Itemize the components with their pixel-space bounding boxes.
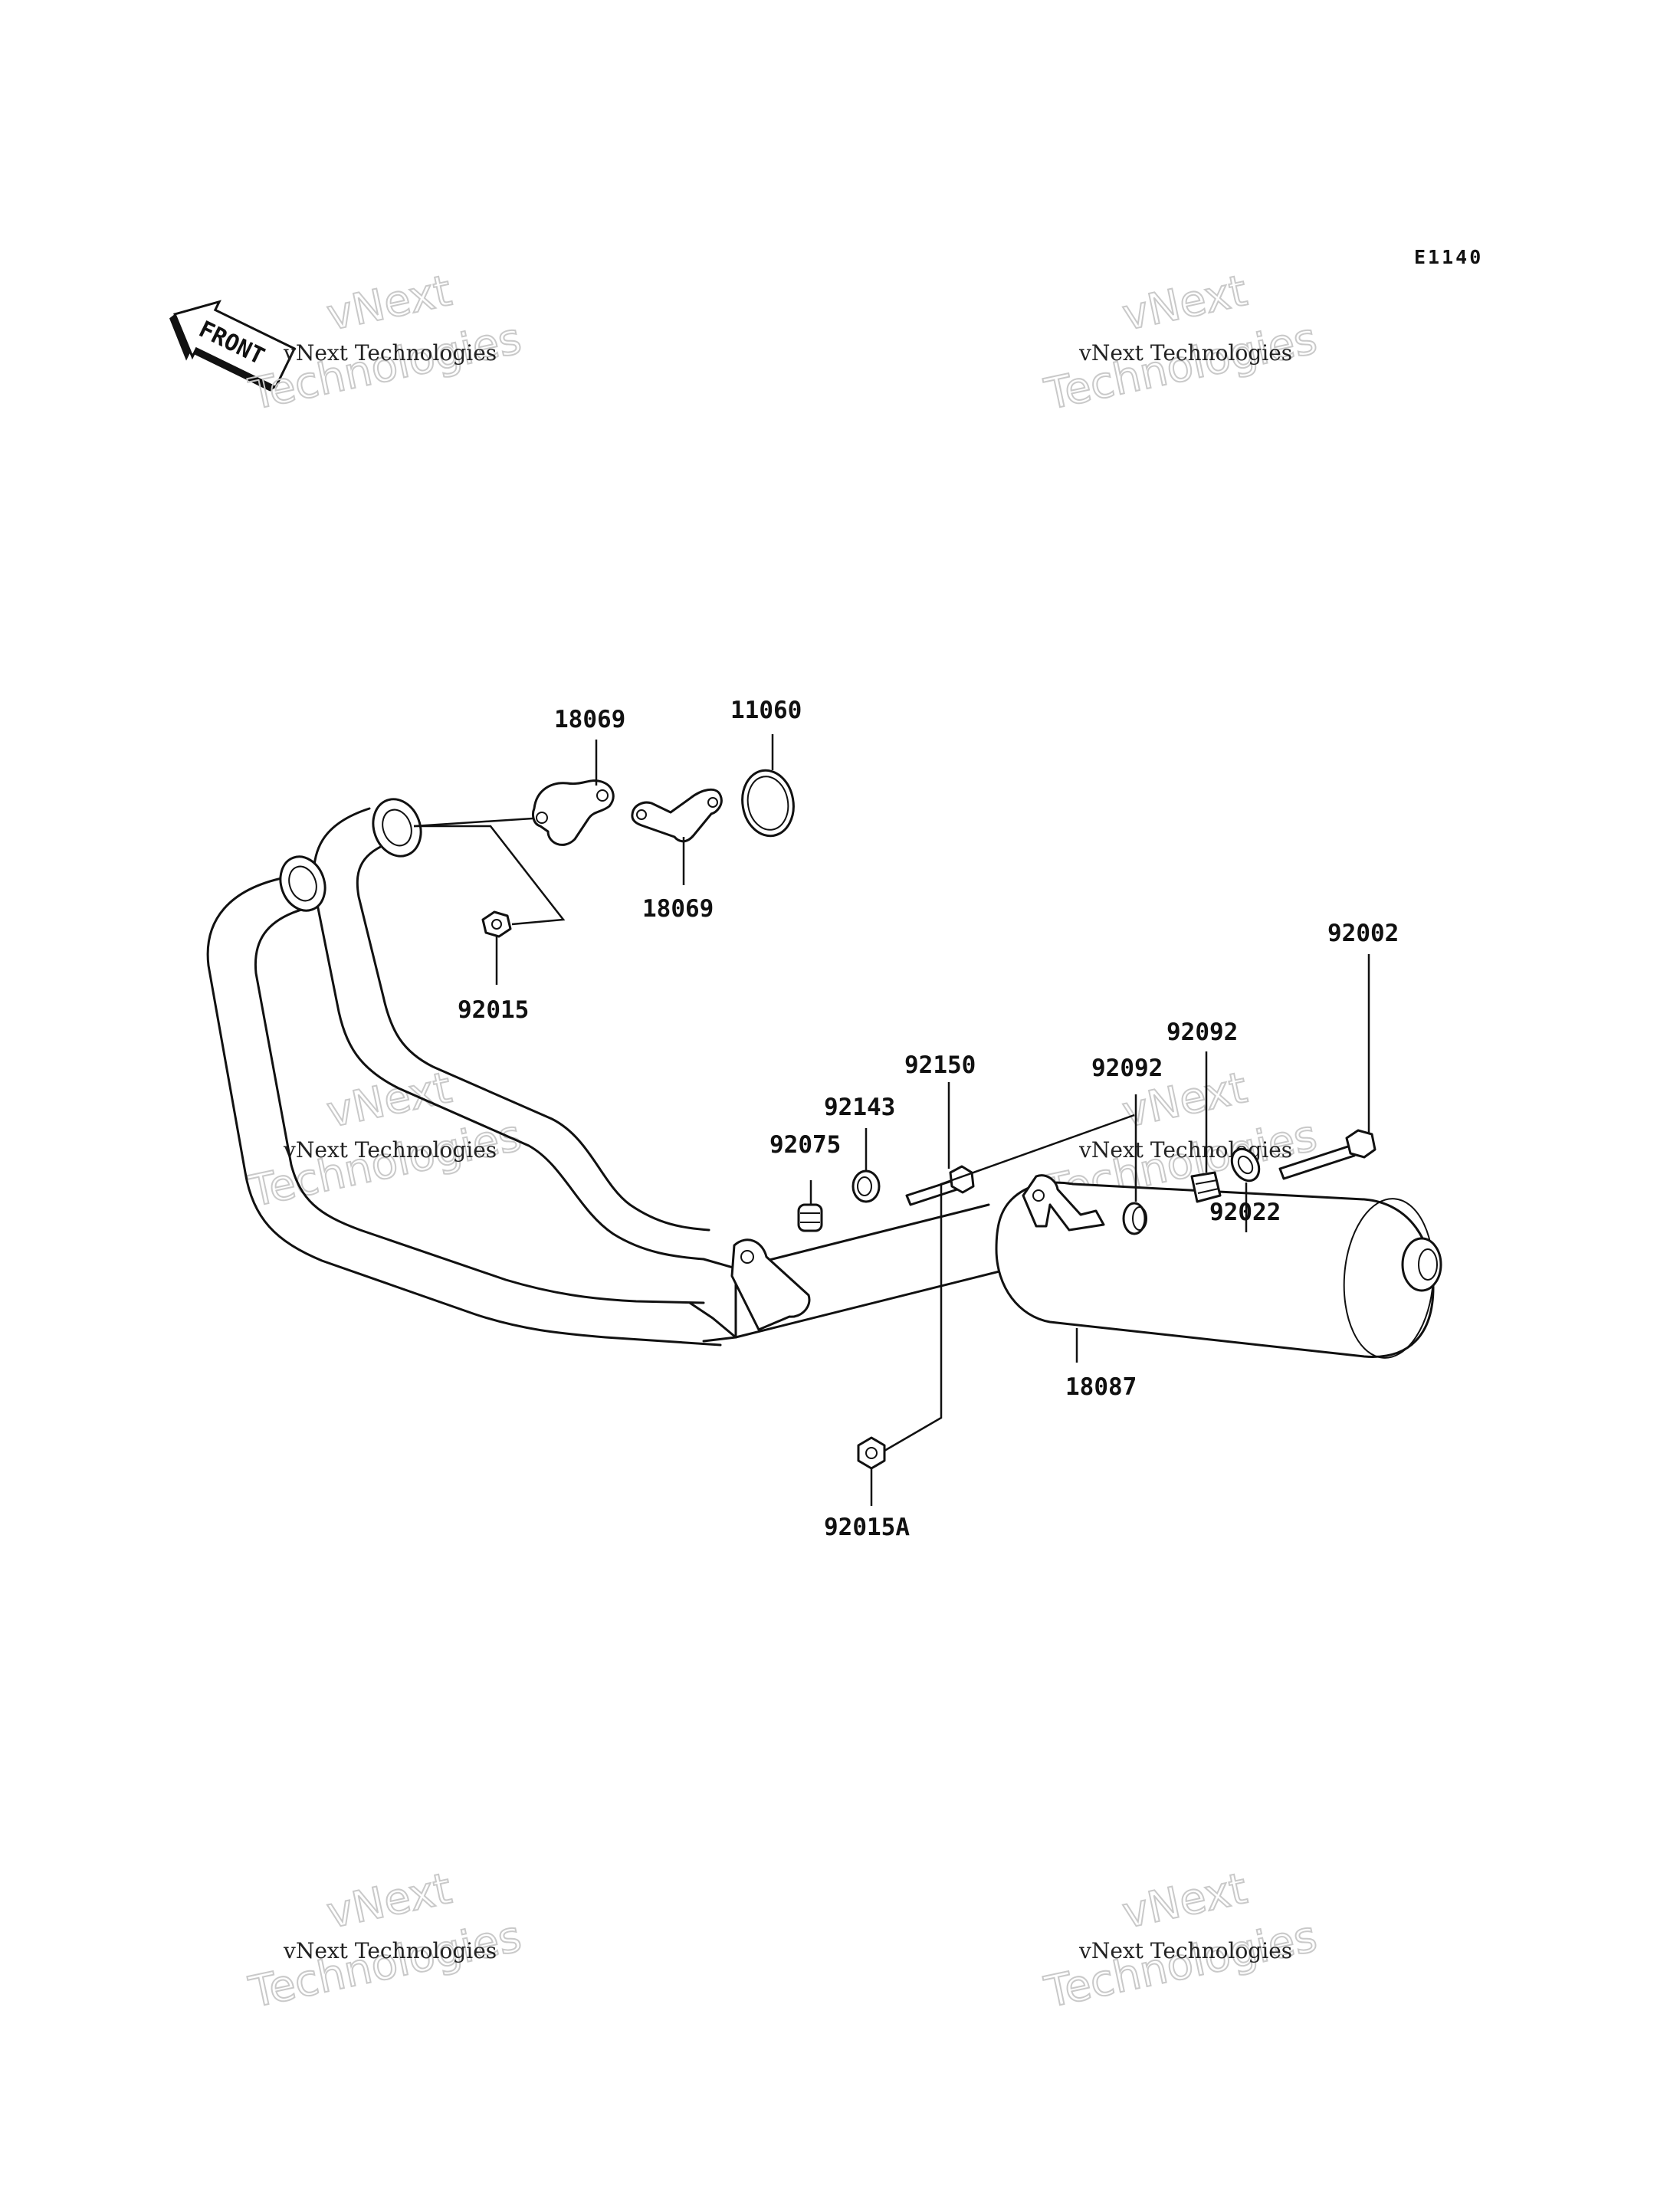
part-92075-grommet bbox=[797, 1203, 823, 1232]
svg-text:vNext Technologies: vNext Technologies bbox=[283, 340, 497, 366]
part-label-92092-lower: 92092 bbox=[1091, 1055, 1163, 1082]
part-92015-nut bbox=[481, 910, 512, 938]
svg-text:vNext: vNext bbox=[1118, 1864, 1252, 1939]
leader-flange-stud bbox=[413, 817, 533, 828]
exhaust-header-pipes bbox=[206, 798, 1013, 1347]
watermark-bottom-right: vNext Technologies vNext Technologies bbox=[1039, 1863, 1321, 2019]
part-18069-flange-a bbox=[532, 779, 615, 846]
part-label-92150: 92150 bbox=[904, 1051, 976, 1079]
svg-text:vNext Technologies: vNext Technologies bbox=[1078, 1137, 1292, 1163]
label-leaders bbox=[495, 734, 1370, 1506]
svg-text:vNext Technologies: vNext Technologies bbox=[1078, 340, 1292, 366]
part-label-18087: 18087 bbox=[1065, 1373, 1137, 1401]
part-label-18069-upper: 18069 bbox=[554, 706, 625, 733]
watermark-top-right: vNext Technologies vNext Technologies bbox=[1039, 265, 1321, 421]
part-92022-washer bbox=[1230, 1147, 1261, 1183]
part-92143-collar bbox=[851, 1169, 881, 1203]
svg-text:Technologies: Technologies bbox=[244, 1911, 525, 2018]
svg-text:Technologies: Technologies bbox=[244, 313, 525, 420]
part-label-92022: 92022 bbox=[1209, 1199, 1281, 1226]
part-92015A-nut bbox=[857, 1436, 886, 1470]
part-label-92015A: 92015A bbox=[824, 1514, 910, 1541]
part-92150-bolt bbox=[905, 1165, 975, 1206]
watermark-top-left: vNext Technologies vNext Technologies bbox=[244, 265, 526, 421]
svg-text:Technologies: Technologies bbox=[1040, 1911, 1321, 2018]
part-label-92143: 92143 bbox=[824, 1094, 895, 1121]
part-label-92092-upper: 92092 bbox=[1166, 1018, 1238, 1046]
svg-text:vNext Technologies: vNext Technologies bbox=[283, 1938, 497, 1963]
muffler bbox=[995, 1174, 1442, 1359]
svg-text:Technologies: Technologies bbox=[1040, 313, 1321, 420]
part-label-11060: 11060 bbox=[730, 697, 802, 724]
svg-text:vNext: vNext bbox=[323, 1063, 456, 1138]
part-92002-bolt bbox=[1278, 1129, 1376, 1180]
part-label-92075: 92075 bbox=[769, 1131, 841, 1159]
svg-text:vNext: vNext bbox=[323, 1864, 456, 1939]
part-18069-flange-b bbox=[631, 788, 723, 843]
part-label-18069-lower: 18069 bbox=[642, 895, 714, 923]
svg-text:vNext Technologies: vNext Technologies bbox=[1078, 1938, 1292, 1963]
part-11060-gasket bbox=[741, 769, 795, 838]
mid-pipe-bracket bbox=[730, 1238, 811, 1331]
part-92092-grommet-b bbox=[1122, 1202, 1147, 1235]
svg-text:vNext: vNext bbox=[323, 266, 456, 341]
part-92092-grommet-a bbox=[1190, 1171, 1222, 1203]
svg-text:vNext: vNext bbox=[1118, 266, 1252, 341]
diagram-code: E1140 bbox=[1414, 246, 1483, 268]
part-label-92002: 92002 bbox=[1327, 920, 1399, 947]
part-label-92015: 92015 bbox=[458, 996, 529, 1024]
watermark-bottom-left: vNext Technologies vNext Technologies bbox=[244, 1863, 526, 2019]
leader-92015A-stud bbox=[884, 1114, 1135, 1452]
svg-text:vNext Technologies: vNext Technologies bbox=[283, 1137, 497, 1163]
leader-92015-stud bbox=[414, 825, 566, 926]
